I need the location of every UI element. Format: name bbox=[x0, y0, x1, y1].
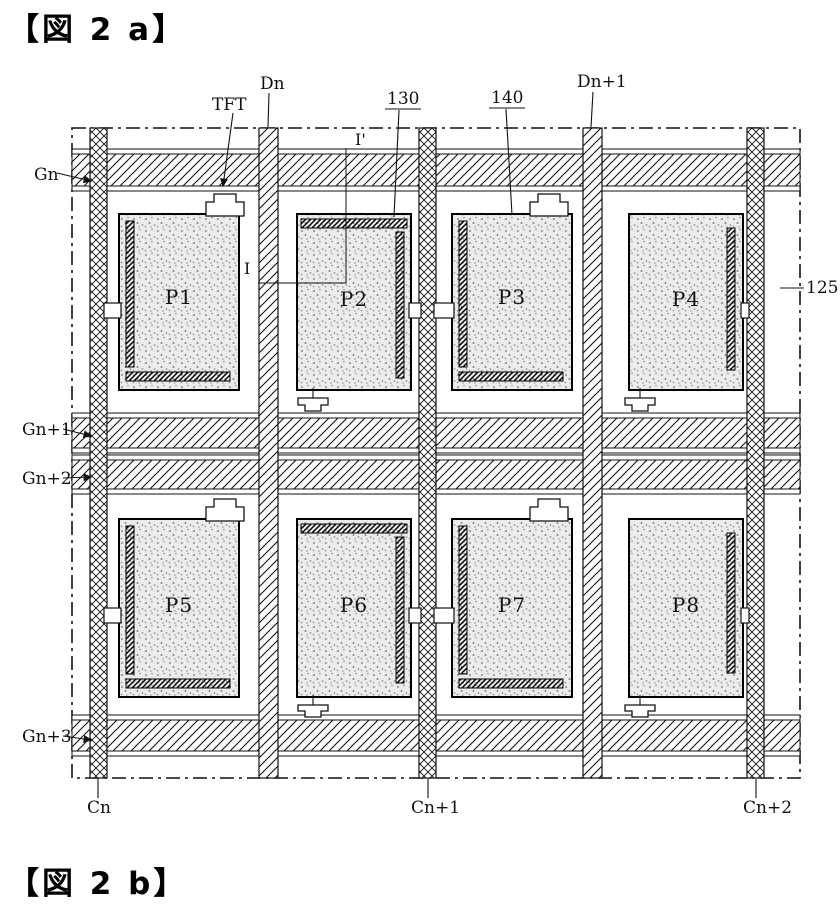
column-line-cn2 bbox=[746, 127, 765, 779]
storage-bar-p2-right bbox=[395, 231, 405, 379]
gn2-label: Gn+2 bbox=[22, 469, 72, 489]
pixel-p4: P4 bbox=[628, 213, 744, 391]
pixel-p5: P5 bbox=[118, 518, 240, 698]
pixel-p7: P7 bbox=[451, 518, 573, 698]
tft-symbol-p3 bbox=[529, 193, 569, 217]
pixel-label: P2 bbox=[340, 287, 368, 311]
data-line-dn-hatch bbox=[258, 127, 279, 779]
ref-140-leader-line bbox=[505, 108, 513, 216]
storage-bar-p8-right bbox=[726, 532, 736, 674]
gn-arrow bbox=[56, 172, 93, 184]
tft-contact-p8 bbox=[624, 704, 656, 718]
storage-bar-p1-bottom bbox=[125, 371, 231, 382]
storage-bar-p7-left bbox=[458, 525, 468, 675]
tft-contact-p4 bbox=[624, 397, 656, 412]
ref-130-leader-line bbox=[393, 109, 400, 218]
dn-leader-line bbox=[267, 92, 270, 128]
gn-label: Gn bbox=[34, 165, 59, 185]
storage-bar-p6-right bbox=[395, 536, 405, 684]
storage-bar-p5-bottom bbox=[125, 678, 231, 689]
ref-130-label: 130 bbox=[387, 89, 419, 109]
contact-tab-p1 bbox=[103, 302, 122, 319]
cn2-label: Cn+2 bbox=[743, 798, 792, 818]
column-line-cn-hatch bbox=[89, 127, 108, 779]
storage-bar-p3-bottom bbox=[458, 371, 564, 382]
data-line-dn1-hatch bbox=[582, 127, 603, 779]
gn2-arrow bbox=[62, 473, 93, 482]
pixel-label: P6 bbox=[340, 593, 368, 617]
contact-tab-p7 bbox=[433, 607, 455, 624]
gn1-label: Gn+1 bbox=[22, 420, 72, 440]
contact-tab-p4 bbox=[740, 302, 750, 319]
pixel-electrode-p5 bbox=[118, 518, 240, 698]
storage-bar-p5-left bbox=[125, 525, 135, 675]
figure-2a-title: 【図 2 a】 bbox=[8, 12, 187, 48]
storage-bar-p2-top bbox=[300, 218, 408, 229]
tft-symbols-bottom bbox=[297, 388, 656, 718]
gn3-arrow bbox=[62, 735, 93, 743]
column-line-cn1 bbox=[418, 127, 437, 779]
tft-leader-line bbox=[220, 112, 234, 188]
cn1-label: Cn+1 bbox=[411, 798, 460, 818]
storage-bar-p7-bottom bbox=[458, 678, 564, 689]
column-line-cn1-hatch bbox=[418, 127, 437, 779]
leader-lines bbox=[56, 91, 804, 798]
pixel-electrode-p4 bbox=[628, 213, 744, 391]
contact-tab-p6 bbox=[408, 607, 422, 624]
pixel-contact-tabs bbox=[103, 302, 750, 624]
pixel-label: P3 bbox=[498, 285, 526, 309]
tft-symbols-top bbox=[205, 193, 569, 522]
pixel-label: P5 bbox=[165, 593, 193, 617]
column-line-cn2-hatch bbox=[746, 127, 765, 779]
pixel-electrode-p8 bbox=[628, 518, 744, 698]
pixel-p3: P3 bbox=[451, 213, 573, 391]
tft-label: TFT bbox=[212, 95, 247, 115]
contact-tab-p3 bbox=[433, 302, 455, 319]
contact-tab-p8 bbox=[740, 607, 750, 624]
section-cut-line bbox=[258, 148, 347, 284]
tft-symbol-p1 bbox=[205, 193, 245, 217]
cn-label: Cn bbox=[87, 798, 111, 818]
pixel-p6: P6 bbox=[296, 518, 412, 698]
section-marker-top: I' bbox=[355, 130, 366, 149]
pixel-label: P1 bbox=[165, 285, 193, 309]
pixel-label: P7 bbox=[498, 593, 526, 617]
pixel-label: P8 bbox=[672, 593, 700, 617]
contact-tab-p2 bbox=[408, 302, 422, 319]
dn-label: Dn bbox=[260, 74, 285, 94]
pixel-electrode-p2 bbox=[296, 213, 412, 391]
tft-contact-p6 bbox=[297, 704, 329, 718]
ref-125-label: 125 bbox=[806, 278, 838, 298]
storage-bar-p3-left bbox=[458, 220, 468, 368]
column-line-cn bbox=[89, 127, 108, 779]
storage-bar-p6-top bbox=[300, 523, 408, 534]
gn1-arrow bbox=[62, 428, 93, 439]
tft-contact-p2 bbox=[297, 397, 329, 412]
pixel-electrode-p3 bbox=[451, 213, 573, 391]
data-line-dn bbox=[258, 127, 279, 779]
storage-bar-p1-left bbox=[125, 220, 135, 368]
ref-140-label: 140 bbox=[491, 88, 523, 108]
storage-bar-p4-right bbox=[726, 227, 736, 371]
pixel-p8: P8 bbox=[628, 518, 744, 698]
pixel-electrode-p1 bbox=[118, 213, 240, 391]
tft-symbol-p7 bbox=[529, 498, 569, 522]
pixel-p2: P2 bbox=[296, 213, 412, 391]
dn1-label: Dn+1 bbox=[577, 72, 627, 92]
data-line-dn1 bbox=[582, 127, 603, 779]
dn1-leader-line bbox=[590, 91, 594, 128]
pixel-electrode-p7 bbox=[451, 518, 573, 698]
figure-2b-title: 【図 2 b】 bbox=[8, 866, 188, 902]
gn3-label: Gn+3 bbox=[22, 727, 72, 747]
pixel-p1: P1 bbox=[118, 213, 240, 391]
pixel-label: P4 bbox=[672, 287, 700, 311]
tft-symbol-p5 bbox=[205, 498, 245, 522]
contact-tab-p5 bbox=[103, 607, 122, 624]
section-marker-bottom: I bbox=[244, 259, 250, 278]
